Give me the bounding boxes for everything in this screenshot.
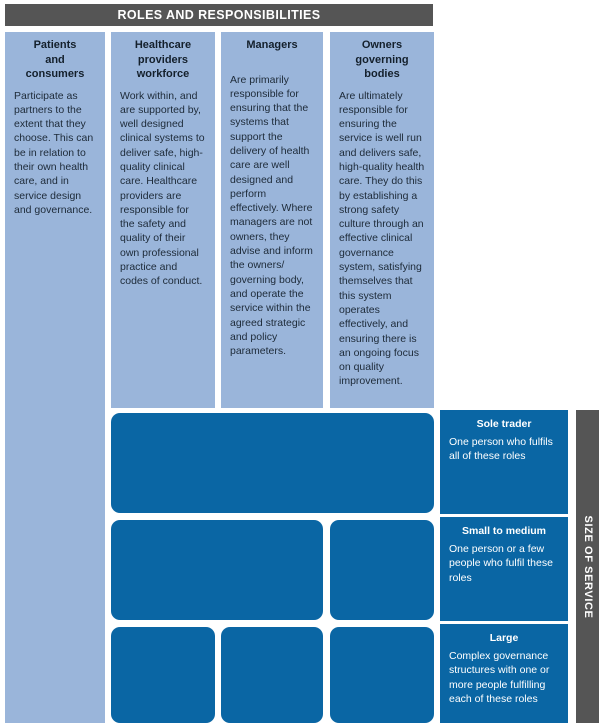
role-title-providers: Healthcare providers workforce [134,39,192,80]
role-body-owners: Are ultimately responsible for ensuring … [339,89,425,388]
role-column-managers: Managers Are primarily responsible for e… [221,32,323,408]
role-body-patients: Participate as partners to the extent th… [14,89,94,216]
size-card-body-large: Complex governance structures with one o… [449,650,550,705]
role-span-block-large-providers [111,627,215,723]
size-card-large: Large Complex governance structures with… [440,624,568,723]
size-card-body-small-to-medium: One person or a few people who fulfil th… [449,543,553,584]
role-span-block-large-owners [330,627,434,723]
role-span-block-small-medium-owners [330,520,434,620]
role-span-block-sole-trader-all-roles [111,413,434,513]
page-title: ROLES AND RESPONSIBILITIES [5,4,433,26]
role-column-patients-and-consumers: Patients and consumers Participate as pa… [5,32,105,723]
size-card-small-to-medium: Small to medium One person or a few peop… [440,517,568,621]
role-column-owners-governing-bodies: Owners governing bodies Are ultimately r… [330,32,434,408]
role-span-block-large-managers [221,627,323,723]
size-card-title-sole-trader: Sole trader [476,418,532,430]
role-column-healthcare-providers-workforce: Healthcare providers workforce Work with… [111,32,215,408]
role-body-managers: Are primarily responsible for ensuring t… [230,73,313,358]
size-card-title-small-to-medium: Small to medium [461,525,546,537]
size-card-body-sole-trader: One person who fulfils all of these role… [449,436,553,463]
size-card-sole-trader: Sole trader One person who fulfils all o… [440,410,568,514]
size-of-service-axis-bar: SIZE OF SERVICE [576,410,599,723]
role-body-providers: Work within, and are supported by, well … [120,89,205,288]
role-title-owners: Owners governing bodies [355,39,409,80]
size-card-title-large: Large [489,632,519,644]
size-of-service-axis-label: SIZE OF SERVICE [581,515,594,618]
role-title-managers: Managers [246,39,298,51]
role-title-patients: Patients and consumers [25,39,85,80]
role-span-block-small-medium-providers-managers [111,520,323,620]
